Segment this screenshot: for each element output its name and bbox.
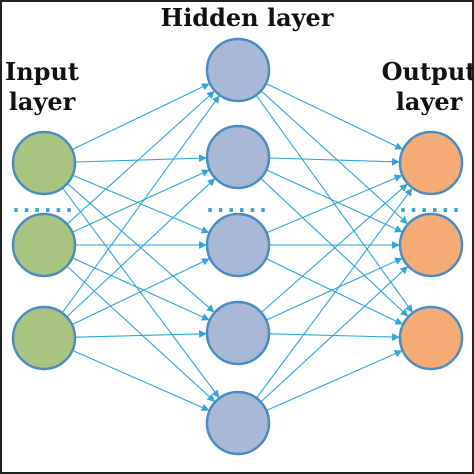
output-node-3	[398, 305, 464, 371]
input-hidden-connection-2-2	[71, 169, 210, 233]
hidden-output-connection-3-3	[265, 258, 403, 325]
input-hidden-connection-3-2	[66, 178, 216, 318]
input-hidden-connection-1-1	[71, 83, 210, 151]
input-node-3	[11, 305, 77, 371]
input-node-1	[11, 130, 77, 196]
output-layer-label-line2: layer	[396, 87, 463, 116]
input-hidden-connection-3-5	[72, 349, 210, 411]
hidden-node-5	[205, 390, 271, 456]
hidden-output-connection-2-3	[260, 177, 409, 317]
hidden-output-connection-5-1	[256, 188, 413, 399]
hidden-output-connection-1-2	[260, 90, 408, 225]
input-hidden-connection-2-1	[66, 90, 215, 225]
hidden-output-connection-5-2	[260, 266, 409, 403]
hidden-output-connection-2-2	[265, 169, 403, 233]
input-hidden-connection-1-2	[74, 154, 207, 163]
output-node-1	[398, 130, 464, 196]
hidden-layer-label: Hidden layer	[161, 3, 334, 32]
input-hidden-connection-3-4	[74, 330, 207, 338]
output-layer-label-line1: Output	[382, 57, 474, 86]
hidden-output-connection-4-2	[265, 257, 403, 321]
connections-group	[61, 83, 413, 412]
hidden-node-2	[205, 124, 271, 190]
hidden-output-connection-1-1	[265, 83, 403, 150]
hidden-ellipsis: ......	[206, 193, 270, 217]
hidden-output-connection-3-1	[266, 174, 403, 234]
input-layer-label-line1: Input	[5, 57, 79, 86]
input-hidden-connection-3-3	[71, 258, 210, 326]
input-hidden-connection-2-5	[66, 265, 215, 402]
hidden-node-4	[205, 300, 271, 366]
input-node-2	[11, 212, 77, 278]
hidden-output-connection-5-3	[266, 350, 403, 412]
hidden-output-connection-4-1	[260, 183, 408, 313]
hidden-node-1	[205, 37, 271, 103]
input-ellipsis: ......	[12, 193, 76, 217]
nodes-group	[11, 37, 464, 456]
hidden-node-3	[205, 212, 271, 278]
input-hidden-connection-3-1	[61, 95, 220, 314]
input-layer-label-line2: layer	[9, 87, 76, 116]
hidden-output-connection-2-1	[268, 157, 400, 166]
output-node-2	[398, 212, 464, 278]
output-ellipsis: ......	[399, 193, 463, 217]
hidden-output-connection-4-3	[268, 333, 400, 341]
input-hidden-connection-1-5	[62, 187, 220, 399]
